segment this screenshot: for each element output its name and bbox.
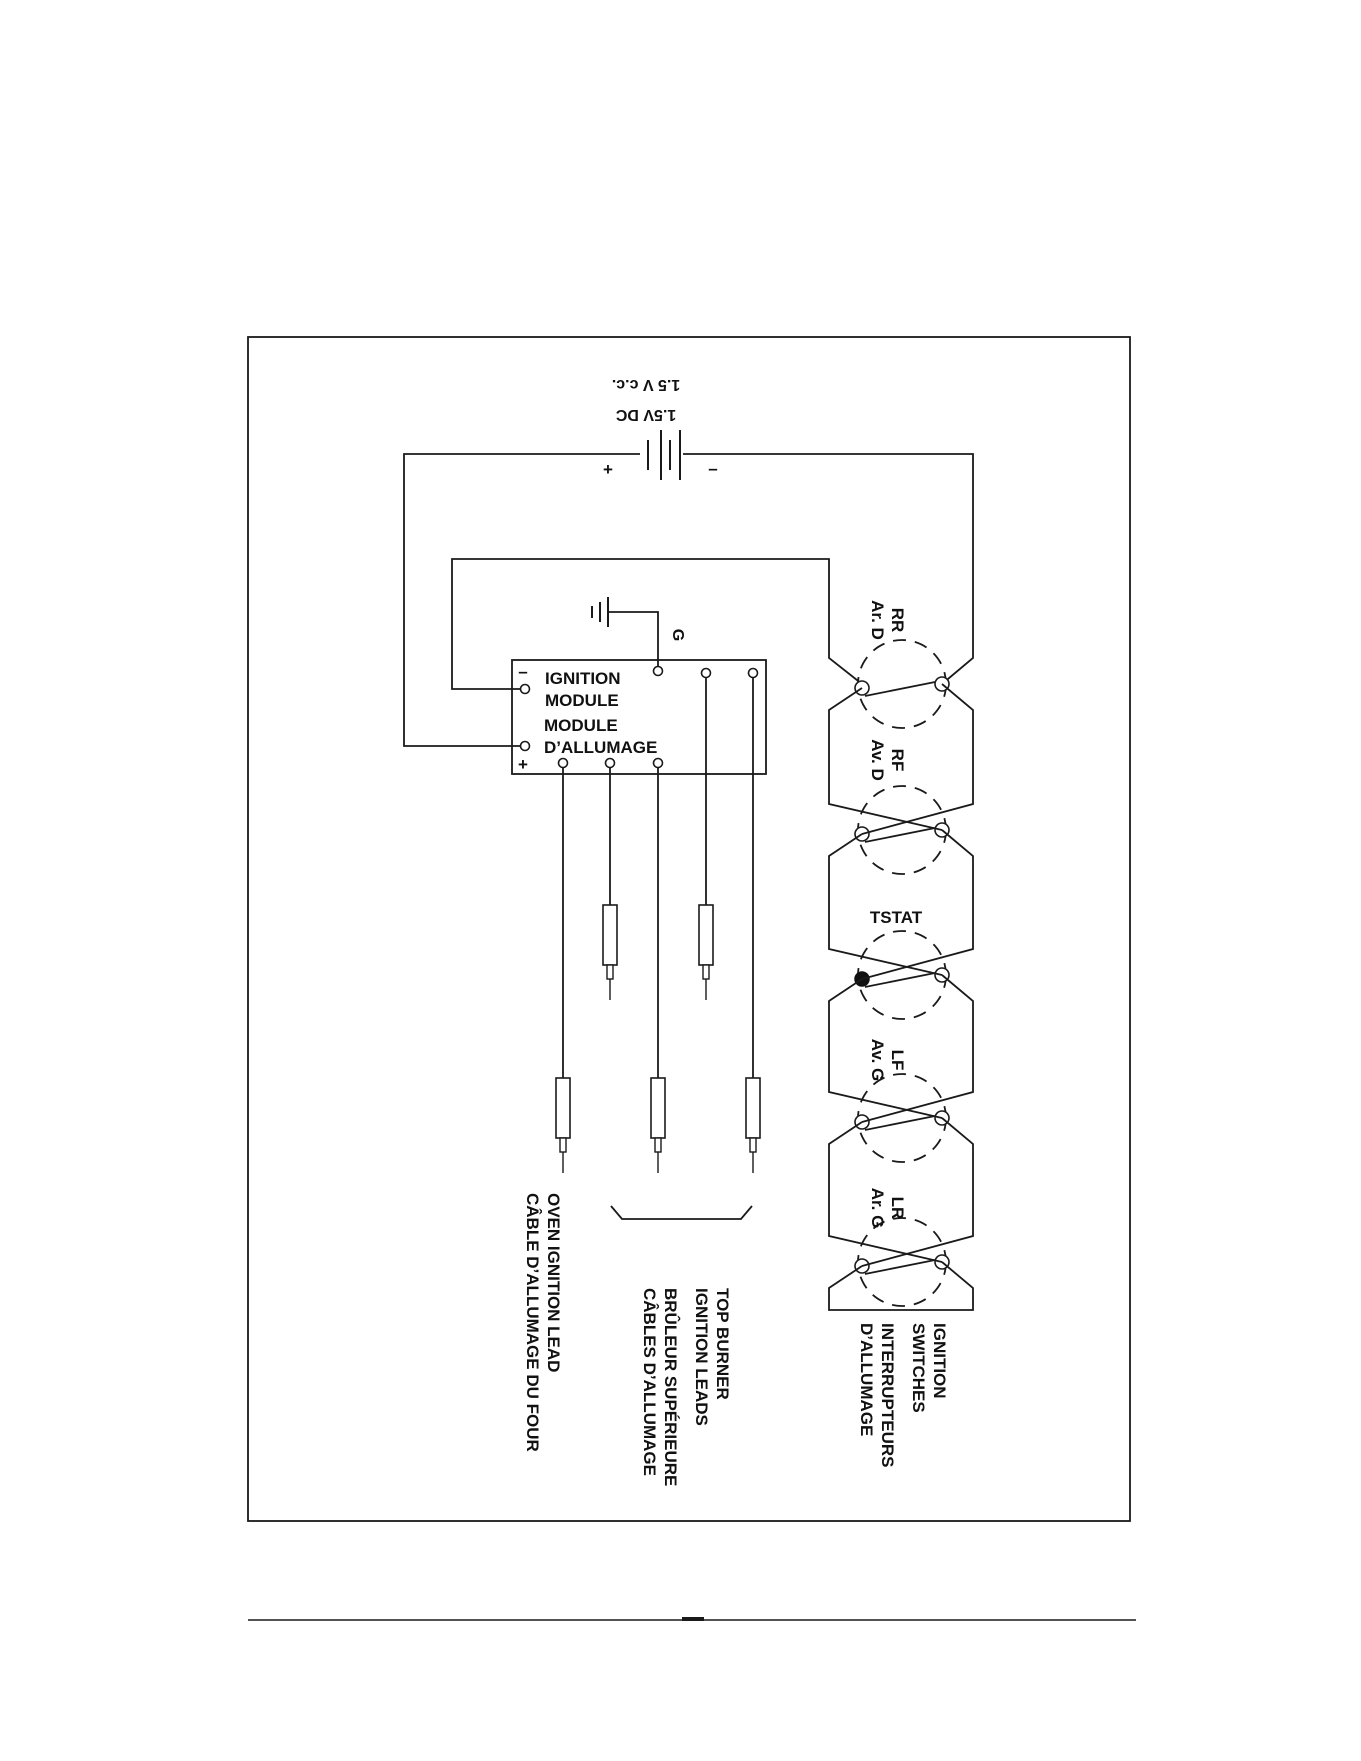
switches-label-4: D’ALLUMAGE [857,1323,876,1436]
switch-lf-label: LF [888,1050,907,1071]
ignition-module: – + IGNITION MODULE MODULE D’ALLUMAGE [512,660,766,774]
module-minus-sign: – [518,662,527,681]
top-burner-label-3: BRÛLEUR SUPÉRIEURE [661,1288,680,1486]
top-burner-label-4: CÂBLES D’ALLUMAGE [640,1288,659,1476]
module-label-line3: MODULE [544,716,618,735]
battery-circuit: + – 1.5V DC 1.5 V c.c. [404,376,973,746]
battery-label-fr: 1.5 V c.c. [612,376,681,393]
electrode-tip [750,1138,756,1152]
battery-symbol [648,430,680,480]
switch-housing [858,786,946,874]
module-label-line4: D’ALLUMAGE [544,738,657,757]
switch-housing [858,640,946,728]
module-label-line2: MODULE [545,691,619,710]
top-burner-bracket [611,1206,752,1219]
page-number-mark [682,1617,704,1621]
switch-housing [858,1074,946,1162]
switches-label-1: IGNITION [930,1323,949,1399]
oven-lead-label-fr: CÂBLE D’ALLUMAGE DU FOUR [523,1193,542,1452]
switch-rr-label-fr: Ar. D [868,600,887,640]
switch-rf-label-fr: Av. D [868,739,887,781]
electrode-tip [607,965,613,979]
module-plus-sign: + [518,755,528,774]
switch-lf-label-fr: Av. G [868,1039,887,1082]
switch-blade [865,682,935,696]
switch-rr-label: RR [888,608,907,633]
electrode-tip [703,965,709,979]
switch-housing [858,931,946,1019]
switch-link-wire [829,834,942,975]
module-output-terminal [702,669,711,678]
electrode-body [603,905,617,965]
diagram-frame [248,337,1130,1521]
switch-lr-label: LR [888,1197,907,1220]
ground-symbol [592,597,658,667]
module-label-line1: IGNITION [545,669,621,688]
battery-label-en: 1.5V DC [615,406,676,423]
oven-lead-label-en: OVEN IGNITION LEAD [544,1193,563,1372]
module-minus-terminal [521,685,530,694]
ground-label: G [669,629,686,641]
module-output-terminal [654,759,663,768]
battery-plus: + [603,460,613,479]
switch-lr-label-fr: Ar. G [868,1188,887,1229]
module-ground-terminal [654,667,663,676]
module-output-terminal [606,759,615,768]
switches-label-3: INTERRUPTEURS [878,1323,897,1468]
switch-housing [858,1218,946,1306]
electrode-body [556,1078,570,1138]
switch-tstat-label: TSTAT [870,908,923,927]
electrode-body [651,1078,665,1138]
switch-rf-label: RF [888,749,907,772]
electrode-tip [655,1138,661,1152]
module-plus-terminal [521,742,530,751]
electrode-body [746,1078,760,1138]
top-burner-label-1: TOP BURNER [713,1288,732,1400]
module-output-terminal [559,759,568,768]
lead-labels: OVEN IGNITION LEAD CÂBLE D’ALLUMAGE DU F… [523,1193,949,1486]
battery-minus: – [708,459,717,478]
top-burner-label-2: IGNITION LEADS [692,1288,711,1426]
switch-end-wire [829,1262,973,1310]
electrode-body [699,905,713,965]
switch-link-wire [862,830,973,979]
switches-label-2: SWITCHES [909,1323,928,1413]
electrode-tip [560,1138,566,1152]
module-output-terminal [749,669,758,678]
